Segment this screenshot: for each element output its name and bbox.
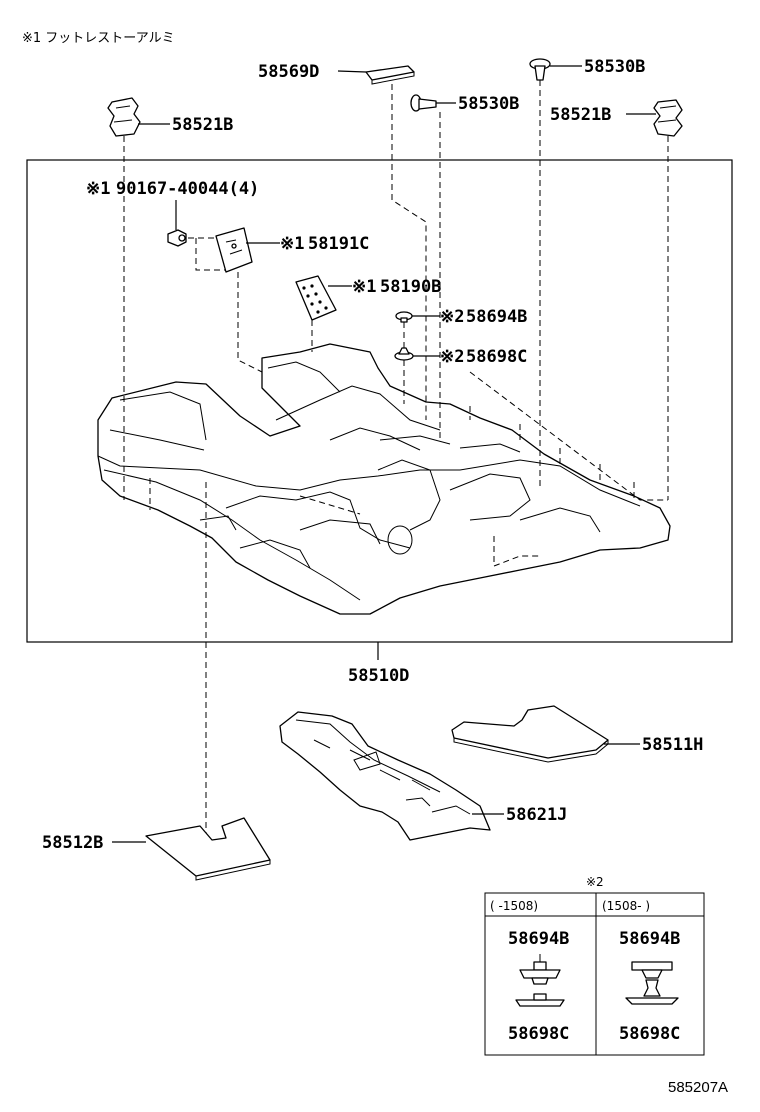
mark-58190B: ※1 bbox=[352, 277, 376, 297]
part-58512B-drawing bbox=[145, 817, 271, 881]
part-58530B-mid-drawing bbox=[410, 94, 437, 112]
part-58521B-right-drawing bbox=[653, 99, 683, 137]
label-58698C: 58698C bbox=[466, 347, 527, 367]
part-58190B-drawing bbox=[295, 275, 337, 321]
inset-right-top-label: 58694B bbox=[619, 929, 680, 949]
mark-58698C: ※2 bbox=[440, 347, 464, 367]
label-58530B-mid: 58530B bbox=[458, 94, 519, 114]
label-58694B: 58694B bbox=[466, 307, 527, 327]
label-58521B-right: 58521B bbox=[550, 105, 611, 125]
label-58191C: 58191C bbox=[308, 234, 369, 254]
label-90167: 90167-40044(4) bbox=[116, 179, 259, 199]
mark-90167: ※1 bbox=[86, 179, 110, 199]
label-58511H: 58511H bbox=[642, 735, 703, 755]
inset-right-bottom-label: 58698C bbox=[619, 1024, 680, 1044]
mark-58191C: ※1 bbox=[280, 234, 304, 254]
inset-frame bbox=[484, 892, 705, 1056]
part-58694B-drawing bbox=[395, 311, 413, 323]
header-note: ※1 フットレストーアルミ bbox=[22, 31, 175, 46]
inset-left-bottom-label: 58698C bbox=[508, 1024, 569, 1044]
label-58530B-top: 58530B bbox=[584, 57, 645, 77]
part-58530B-top-drawing bbox=[529, 58, 551, 81]
label-58521B-left: 58521B bbox=[172, 115, 233, 135]
label-58512B: 58512B bbox=[42, 833, 103, 853]
inset-right-clip-drawing bbox=[625, 961, 679, 1005]
reference-code: 585207A bbox=[668, 1079, 728, 1096]
part-58698C-drawing bbox=[394, 347, 414, 361]
inset-left-top-label: 58694B bbox=[508, 929, 569, 949]
inset-col-left-header: ( -1508) bbox=[490, 899, 538, 913]
part-58621J-drawing bbox=[279, 711, 491, 841]
label-58190B: 58190B bbox=[380, 277, 441, 297]
part-58569D-drawing bbox=[365, 65, 415, 85]
mark-58694B: ※2 bbox=[440, 307, 464, 327]
label-58569D: 58569D bbox=[258, 62, 319, 82]
part-58511H-drawing bbox=[451, 705, 609, 763]
main-frame bbox=[26, 159, 733, 643]
label-58510D: 58510D bbox=[348, 666, 409, 686]
part-58521B-left-drawing bbox=[107, 97, 141, 137]
part-90167-drawing bbox=[167, 229, 187, 247]
part-58191C-drawing bbox=[215, 227, 253, 273]
inset-col-right-header: (1508- ) bbox=[602, 899, 650, 913]
part-58510D-drawing bbox=[97, 343, 671, 615]
inset-mark: ※2 bbox=[586, 875, 604, 889]
inset-left-clip-drawing bbox=[515, 954, 565, 1007]
label-58621J: 58621J bbox=[506, 805, 567, 825]
